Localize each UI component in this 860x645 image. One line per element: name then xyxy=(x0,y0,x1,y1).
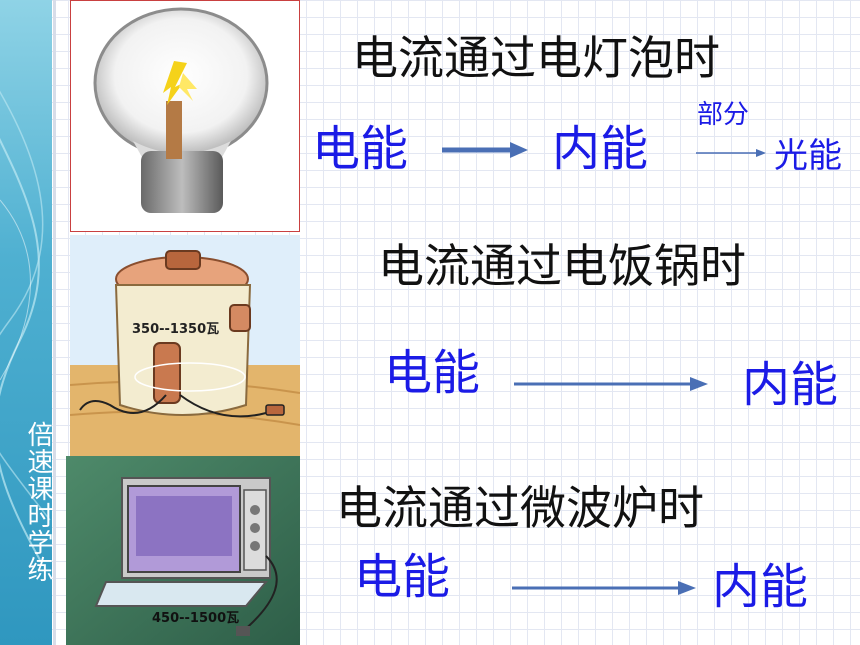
heading-light-bulb: 电流通过电灯泡时 xyxy=(352,31,720,85)
arrow-3 xyxy=(512,581,696,595)
sidebar-label: 倍速课时学练 xyxy=(23,421,52,583)
arrow-1b xyxy=(696,149,766,157)
energy-electric-1: 电能 xyxy=(312,121,409,177)
energy-internal-2: 内能 xyxy=(742,357,839,413)
energy-light: 光能 xyxy=(774,136,842,176)
arrow-note-partial: 部分 xyxy=(697,100,750,130)
rice-cooker-image: 350--1350瓦 xyxy=(70,235,300,457)
sidebar: 倍速课时学练 xyxy=(0,0,52,645)
energy-internal-1: 内能 xyxy=(552,121,649,177)
heading-rice-cooker: 电流通过电饭锅时 xyxy=(378,239,746,293)
sidebar-wave-decoration xyxy=(0,90,51,561)
microwave-image: 450--1500瓦 xyxy=(66,456,300,645)
arrow-2 xyxy=(514,377,708,391)
arrow-1a xyxy=(442,142,528,158)
rice-cooker-power-label: 350--1350瓦 xyxy=(132,322,219,337)
microwave-power-label: 450--1500瓦 xyxy=(152,611,239,626)
energy-electric-2: 电能 xyxy=(384,345,481,401)
light-bulb-image xyxy=(70,0,300,232)
energy-electric-3: 电能 xyxy=(354,549,451,605)
energy-internal-3: 内能 xyxy=(712,559,809,615)
sidebar-divider xyxy=(53,0,56,645)
heading-microwave: 电流通过微波炉时 xyxy=(336,481,704,535)
